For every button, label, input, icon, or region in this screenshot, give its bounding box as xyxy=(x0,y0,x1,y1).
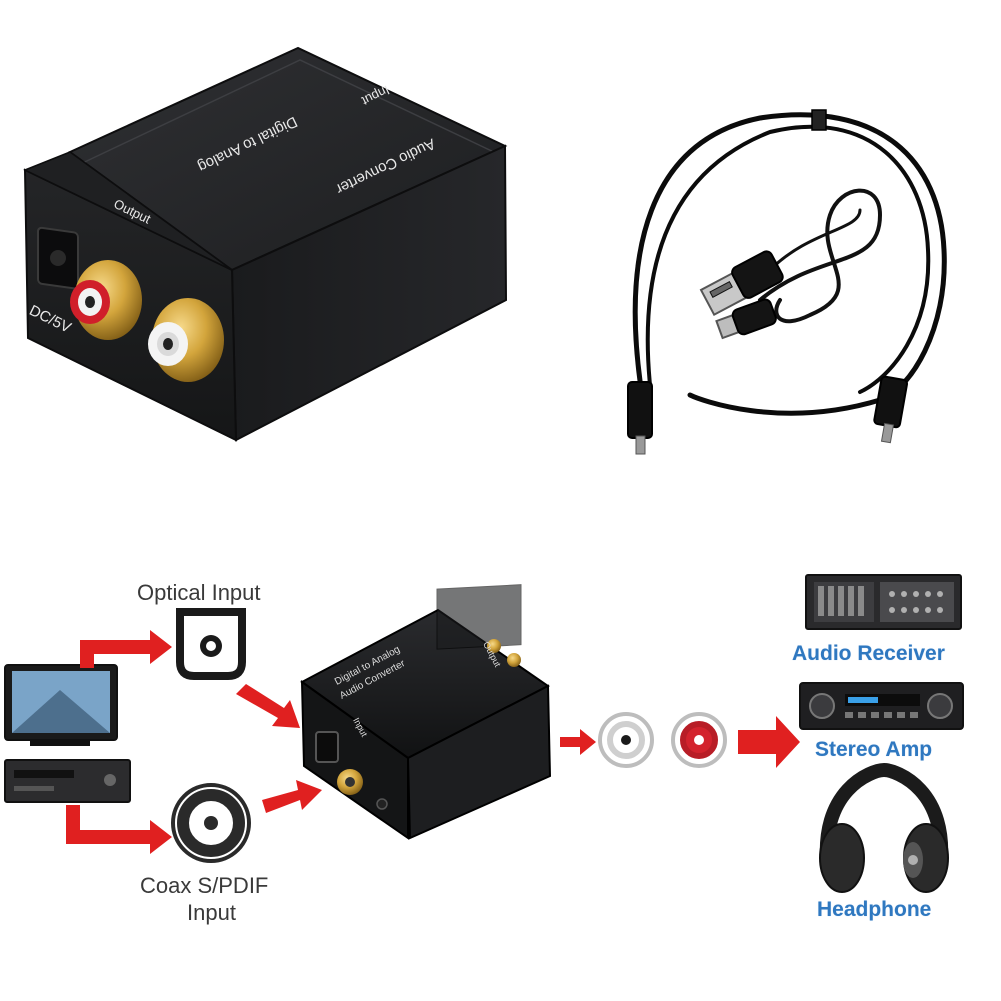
audio-receiver-label: Audio Receiver xyxy=(792,642,945,665)
rca-red-jack-photo xyxy=(70,260,142,340)
optical-input-label: Optical Input xyxy=(137,580,261,605)
coax-port-icon xyxy=(171,783,251,863)
headphone-icon xyxy=(819,762,949,893)
tv-icon xyxy=(4,664,118,746)
audio-receiver-icon xyxy=(805,574,962,630)
stereo-amp-icon xyxy=(799,682,964,730)
rca-white-jack-photo xyxy=(148,298,224,382)
converter-box-photo xyxy=(23,46,508,442)
usb-cable-photo xyxy=(699,188,883,340)
arrow-converter-to-rca xyxy=(560,729,596,755)
stereo-amp-label: Stereo Amp xyxy=(815,738,933,761)
coax-label-line1: Coax S/PDIF xyxy=(140,873,269,898)
arrow-coax-to-converter xyxy=(262,780,322,813)
optical-cable-photo xyxy=(627,109,947,455)
arrow-source-to-coax xyxy=(66,805,172,854)
arrow-source-to-optical xyxy=(80,630,172,668)
rca-white-jack-icon xyxy=(598,712,654,768)
rca-red-jack-icon xyxy=(671,712,727,768)
coax-label-line2: Input xyxy=(187,900,236,925)
arrow-rca-to-outputs xyxy=(738,716,800,768)
optical-port-icon xyxy=(176,608,246,680)
converter-box-diagram xyxy=(300,584,552,840)
headphone-label: Headphone xyxy=(817,898,932,921)
dvd-player-icon xyxy=(4,759,131,803)
arrow-optical-to-converter xyxy=(236,684,300,728)
